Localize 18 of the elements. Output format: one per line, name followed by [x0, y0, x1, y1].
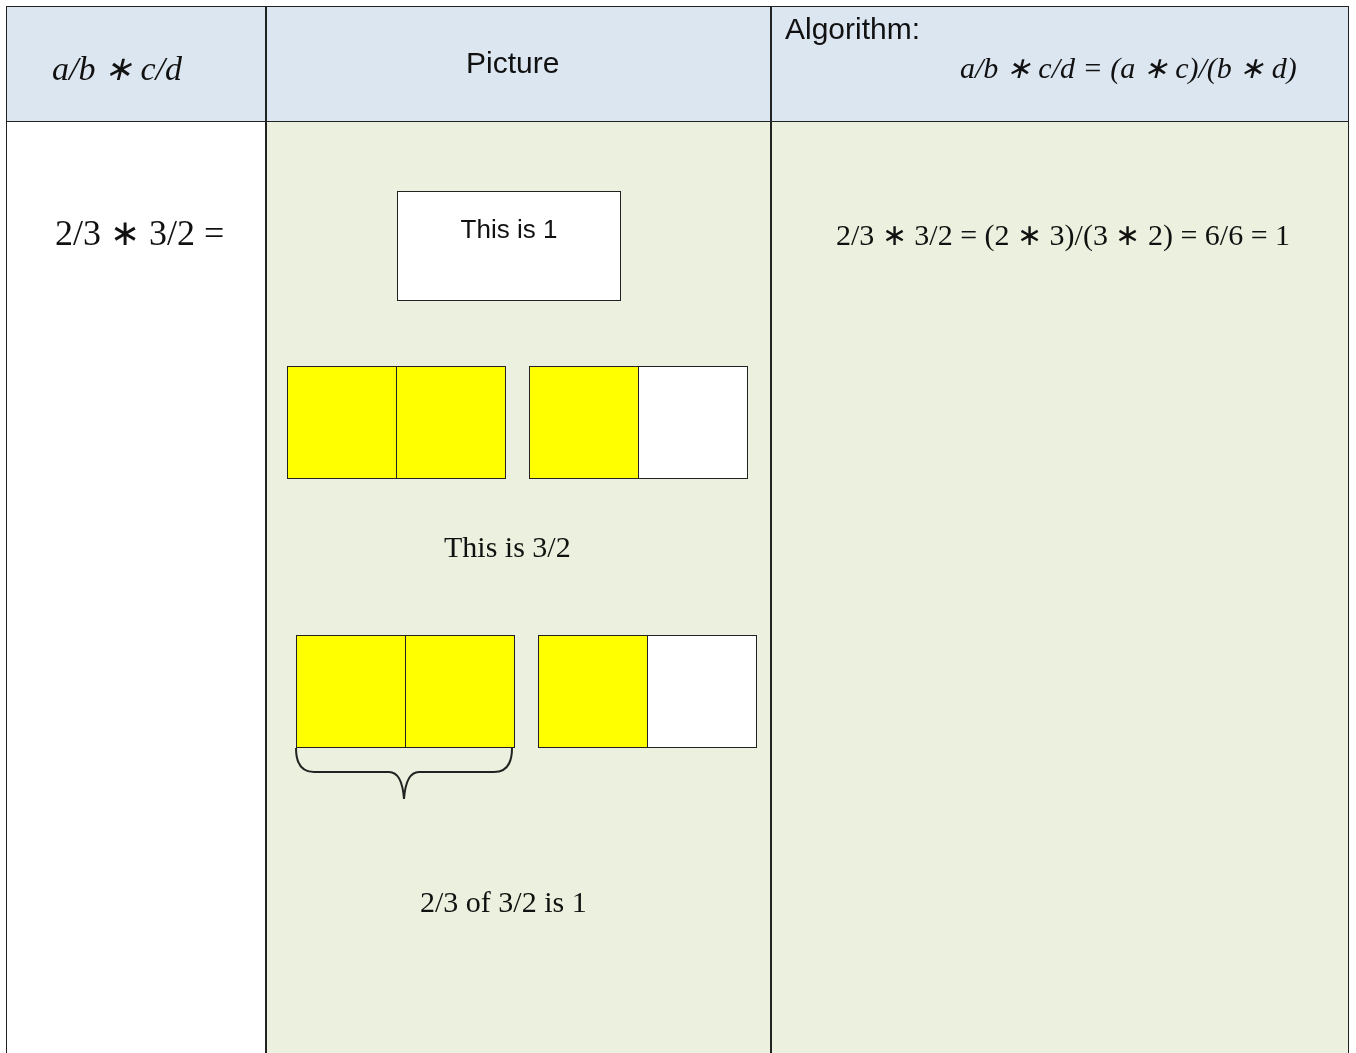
- formula-text: 2/3 ∗ 3/2 =: [55, 212, 225, 254]
- caption-text: 2/3 of 3/2 is 1: [420, 885, 587, 919]
- fraction-square: [529, 366, 639, 479]
- fraction-square: [296, 635, 406, 748]
- formula-text: a/b ∗ c/d: [52, 49, 182, 88]
- fraction-square: [405, 635, 515, 748]
- formula-text: 2/3 ∗ 3/2 = (2 ∗ 3)/(3 ∗ 2) = 6/6 = 1: [836, 217, 1291, 252]
- fraction-square: [638, 366, 748, 479]
- fraction-square: [396, 366, 506, 479]
- fraction-square: [538, 635, 648, 748]
- formula-text: a/b ∗ c/d = (a ∗ c)/(b ∗ d): [960, 50, 1297, 85]
- fraction-square: [647, 635, 757, 748]
- fraction-square: [287, 366, 397, 479]
- column-header: Picture: [466, 46, 560, 80]
- text-box: [397, 191, 621, 301]
- caption-text: This is 3/2: [444, 530, 571, 564]
- column-header: Algorithm:: [785, 12, 921, 46]
- box-text: This is 1: [459, 214, 559, 245]
